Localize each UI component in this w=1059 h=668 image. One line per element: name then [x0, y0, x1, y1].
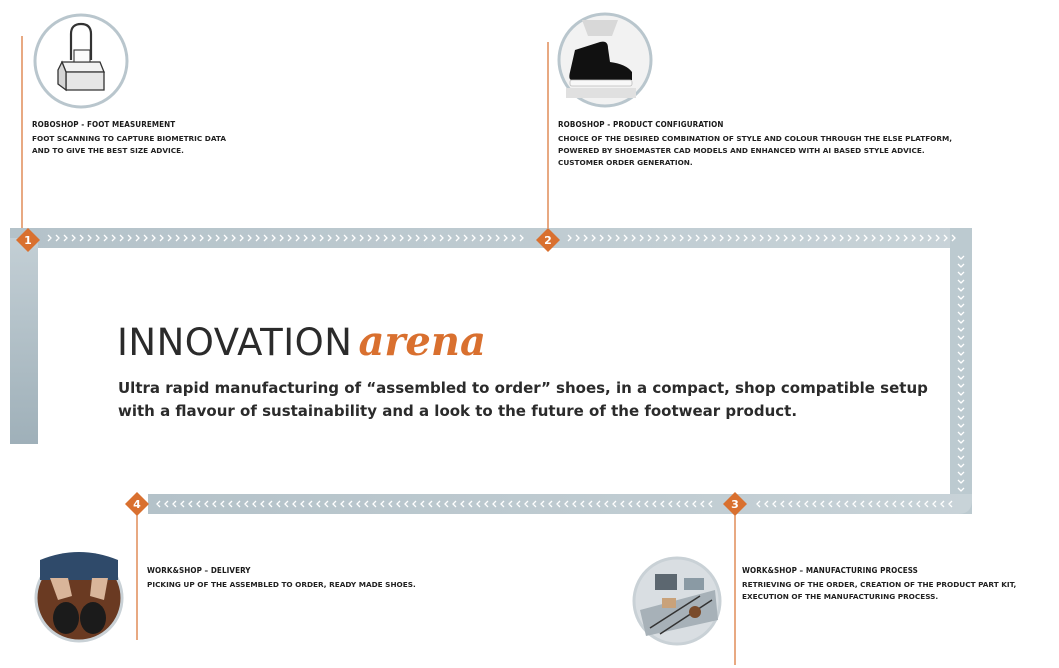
track-arrows-top — [47, 234, 956, 242]
step-4-description: PICKING UP OF THE ASSEMBLED TO ORDER, RE… — [147, 579, 416, 591]
svg-text:1: 1 — [24, 234, 32, 247]
step-2-description: CHOICE OF THE DESIRED COMBINATION OF STY… — [558, 133, 952, 169]
step-4-title: WORK&SHOP – DELIVERY — [147, 566, 251, 575]
step-2-line: CUSTOMER ORDER GENERATION. — [558, 158, 693, 167]
step-3-text: WORK&SHOP – MANUFACTURING PROCESS RETRIE… — [742, 566, 1016, 603]
track-segment-left — [10, 238, 38, 444]
subtitle-line: Ultra rapid manufacturing of “assembled … — [118, 379, 928, 397]
title-main: INNOVATION — [117, 321, 353, 364]
shoe-photo — [557, 12, 653, 108]
step-4-text: WORK&SHOP – DELIVERY PICKING UP OF THE A… — [147, 566, 416, 591]
track-segment-bottom — [148, 494, 972, 514]
subtitle-line: with a flavour of sustainability and a l… — [118, 402, 798, 420]
step-1-line: FOOT SCANNING TO CAPTURE BIOMETRIC DATA — [32, 134, 226, 143]
svg-text:3: 3 — [731, 498, 739, 511]
svg-text:2: 2 — [544, 234, 552, 247]
delivery-photo — [34, 552, 124, 643]
step-3-title: WORK&SHOP – MANUFACTURING PROCESS — [742, 566, 918, 575]
step-2-line: CHOICE OF THE DESIRED COMBINATION OF STY… — [558, 134, 953, 143]
step-badge-4: 4 — [125, 492, 149, 516]
workshop-photo — [632, 556, 722, 646]
step-badge-2: 2 — [536, 228, 560, 252]
step-1-text: ROBOSHOP - FOOT MEASUREMENT FOOT SCANNIN… — [32, 120, 226, 157]
svg-text:4: 4 — [133, 498, 141, 511]
track-arrows-right — [957, 255, 965, 492]
step-2-title: ROBOSHOP - PRODUCT CONFIGURATION — [558, 120, 724, 129]
step-2-line: POWERED BY SHOEMASTER CAD MODELS AND ENH… — [558, 146, 925, 155]
foot-scanner-icon — [33, 13, 129, 109]
step-badge-3: 3 — [723, 492, 747, 516]
step-1-title: ROBOSHOP - FOOT MEASUREMENT — [32, 120, 176, 129]
step-4-line: PICKING UP OF THE ASSEMBLED TO ORDER, RE… — [147, 580, 416, 589]
step-3-description: RETRIEVING OF THE ORDER, CREATION OF THE… — [742, 579, 1016, 603]
title-accent: arena — [358, 318, 486, 365]
step-badge-1: 1 — [16, 228, 40, 252]
step-1-line: AND TO GIVE THE BEST SIZE ADVICE. — [32, 146, 184, 155]
page-subtitle: Ultra rapid manufacturing of “assembled … — [118, 377, 928, 423]
track-arrows-bottom — [156, 500, 953, 508]
step-1-description: FOOT SCANNING TO CAPTURE BIOMETRIC DATA … — [32, 133, 226, 157]
step-2-text: ROBOSHOP - PRODUCT CONFIGURATION CHOICE … — [558, 120, 952, 169]
step-3-line: EXECUTION OF THE MANUFACTURING PROCESS. — [742, 592, 939, 601]
step-3-line: RETRIEVING OF THE ORDER, CREATION OF THE… — [742, 580, 1017, 589]
